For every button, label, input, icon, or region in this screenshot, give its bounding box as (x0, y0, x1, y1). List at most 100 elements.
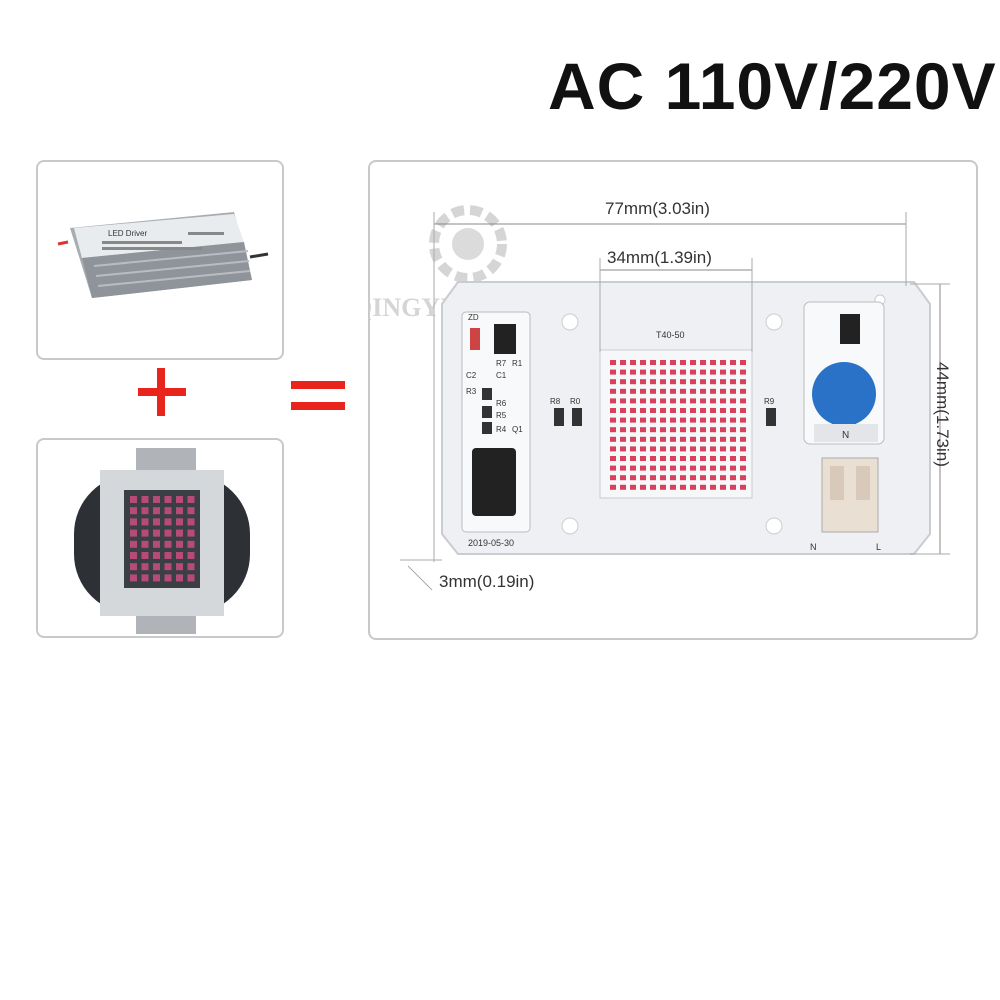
led-dot (730, 398, 736, 404)
led-dot (650, 398, 656, 404)
led-dot (640, 398, 646, 404)
led-dot (620, 379, 626, 385)
cob-chip-image (74, 448, 250, 634)
chip-led-dot (187, 507, 195, 515)
led-dot (610, 408, 616, 413)
led-dot (730, 484, 736, 490)
label-r7: R7 (496, 359, 507, 368)
led-dot (690, 369, 696, 375)
led-dot (640, 427, 646, 433)
led-dot (680, 360, 686, 365)
led-dot (640, 446, 646, 452)
chip-led-dot (153, 518, 160, 526)
led-dot (650, 369, 656, 375)
led-dot (620, 465, 626, 471)
chip-led-dot (164, 563, 172, 571)
led-dot (680, 388, 686, 394)
led-dot (720, 427, 726, 433)
label-r4: R4 (496, 425, 507, 434)
led-dot (740, 408, 746, 413)
led-dot (680, 456, 686, 461)
board-model: T40-50 (656, 330, 685, 340)
chip-led-dot (153, 574, 160, 582)
led-dot (740, 475, 746, 481)
led-dot (610, 360, 616, 365)
chip-led-dot (164, 529, 172, 537)
led-dot (680, 446, 686, 452)
led-dot (670, 427, 676, 433)
led-dot (740, 446, 746, 452)
dimension-chip-width: 34mm(1.39in) (607, 248, 712, 267)
varistor (812, 362, 876, 426)
led-dot (610, 465, 616, 471)
led-dot (740, 456, 746, 461)
led-dot (700, 398, 706, 404)
led-dot (700, 369, 706, 375)
led-dot (690, 427, 696, 433)
chip-led-dot (187, 496, 195, 503)
terminal-n: N (810, 542, 817, 552)
chip-led-dot (176, 540, 183, 548)
chip-led-dot (187, 552, 195, 559)
led-dot (610, 417, 616, 423)
led-dot (740, 427, 746, 433)
led-dot (630, 456, 636, 461)
chip-led-dot (153, 507, 160, 515)
chip-led-dot (141, 496, 149, 503)
led-dot (620, 408, 626, 413)
label-r5: R5 (496, 411, 507, 420)
chip-led-dot (187, 574, 195, 582)
led-dot (660, 475, 666, 481)
led-dot (740, 369, 746, 375)
chip-led-dot (164, 552, 172, 559)
led-module-panel: QINGYING C2 R3 R6 R5 R4 R7 R1 C1 Q1 ZD 2… (368, 160, 978, 640)
dimension-length: 77mm(3.03in) (605, 199, 710, 218)
led-dot (650, 417, 656, 423)
led-dot (720, 360, 726, 365)
led-dot (680, 398, 686, 404)
cob-chip-panel (36, 438, 284, 638)
led-dot (650, 360, 656, 365)
led-dot (740, 360, 746, 365)
led-dot (630, 446, 636, 452)
chip-led-dot (153, 563, 160, 571)
led-dot (650, 446, 656, 452)
led-driver-panel: LED Driver (36, 160, 284, 360)
led-dot (740, 379, 746, 385)
label-r0: R0 (570, 397, 581, 406)
led-dot (660, 465, 666, 471)
led-module-image: QINGYING C2 R3 R6 R5 R4 R7 R1 C1 Q1 ZD 2… (370, 205, 950, 591)
led-dot (710, 484, 716, 490)
led-dot (700, 475, 706, 481)
led-dot (700, 465, 706, 471)
led-dot (660, 408, 666, 413)
chip-led-dot (164, 507, 172, 515)
chip-led-dot (130, 529, 137, 537)
led-dot (740, 436, 746, 442)
led-dot (710, 379, 716, 385)
led-dot (730, 379, 736, 385)
led-dot (710, 398, 716, 404)
led-dot (610, 436, 616, 442)
led-dot (710, 436, 716, 442)
led-dot (690, 456, 696, 461)
chip-led-dot (164, 496, 172, 503)
chip-led-dot (176, 563, 183, 571)
chip-led-dot (187, 529, 195, 537)
led-dot (640, 408, 646, 413)
chip-led-dot (130, 540, 137, 548)
led-dot (620, 398, 626, 404)
chip-led-dot (176, 518, 183, 526)
led-dot (720, 446, 726, 452)
led-dot (660, 427, 666, 433)
led-dot (680, 465, 686, 471)
chip-led-dot (153, 529, 160, 537)
led-dot (680, 369, 686, 375)
led-dot (700, 417, 706, 423)
led-dot (640, 379, 646, 385)
led-dot (610, 475, 616, 481)
chip-led-dot (141, 529, 149, 537)
chip-led-dot (164, 574, 172, 582)
led-dot (730, 417, 736, 423)
chip-led-dot (130, 518, 137, 526)
